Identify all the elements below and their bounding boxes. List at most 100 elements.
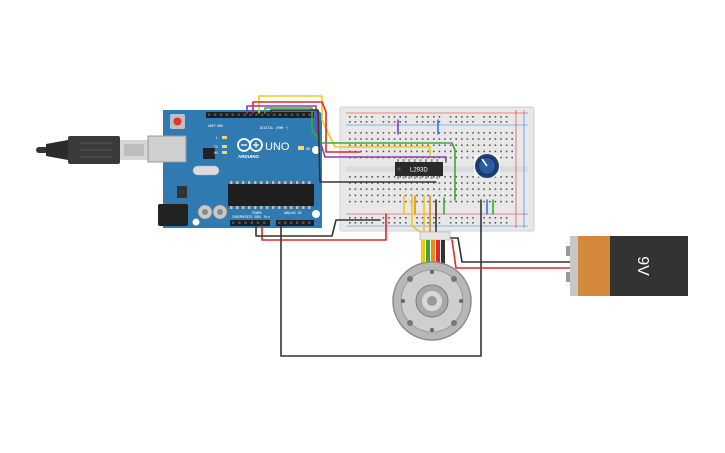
breadboard-hole (511, 138, 513, 140)
rail-hole (393, 217, 396, 219)
breadboard-hole (494, 200, 497, 203)
chip-pin (302, 206, 305, 209)
header-pin (261, 113, 264, 116)
breadboard-hole (427, 150, 429, 153)
breadboard-hole (365, 194, 368, 197)
wire-red-5v[interactable] (252, 101, 361, 153)
wire-green-in[interactable] (264, 107, 456, 201)
rail-hole (349, 217, 351, 219)
battery-lead-red[interactable] (451, 239, 571, 269)
rail-hole (382, 217, 385, 219)
breadboard-hole (500, 144, 502, 146)
rail-hole (382, 222, 385, 224)
rail-hole (466, 217, 469, 219)
header-pin (249, 113, 252, 116)
arduino-uno-board[interactable]: L TX RX ON UNO ARDUINO DIGITAL (PWM ~) A… (147, 110, 322, 228)
breadboard-hole (377, 194, 379, 197)
breadboard-hole (455, 144, 457, 146)
breadboard-hole (405, 194, 407, 197)
breadboard-hole (388, 200, 390, 203)
battery-lead-black[interactable] (447, 237, 571, 263)
breadboard-hole (455, 200, 457, 203)
wire-red-vin[interactable] (261, 213, 387, 241)
header-pin (267, 113, 270, 116)
chip-pin (266, 181, 269, 184)
breadboard-hole (421, 194, 424, 197)
l293d-label: L293D (410, 168, 428, 174)
rail-hole (472, 116, 474, 118)
breadboard-hole (377, 182, 379, 184)
header-pin (244, 221, 247, 224)
rail-hole (382, 116, 385, 118)
potentiometer[interactable] (474, 154, 500, 178)
breadboard-hole (354, 138, 357, 140)
l293d-motor-driver[interactable]: L293D (395, 159, 443, 179)
breadboard-hole (455, 156, 457, 159)
chip-pin (260, 206, 263, 209)
breadboard-hole (500, 194, 502, 197)
breadboard-hole (416, 144, 418, 146)
chip-pin (402, 159, 405, 162)
breadboard-hole (511, 176, 513, 178)
rail-hole (365, 121, 368, 123)
breadboard-hole (399, 182, 401, 184)
rail-hole (494, 217, 497, 219)
breadboard-hole (427, 194, 429, 197)
wire-black-loop[interactable] (280, 199, 482, 357)
chip-pin (308, 206, 311, 209)
breadboard-hole (477, 138, 480, 140)
chip-pin (254, 206, 257, 209)
led-on (298, 146, 304, 150)
chip-pin (397, 176, 399, 179)
rail-hole (349, 121, 351, 123)
rail-hole (494, 222, 497, 224)
rail-hole (399, 116, 401, 118)
breadboard-hole (393, 132, 396, 134)
header-pin (250, 221, 253, 224)
breadboard-hole (349, 182, 351, 184)
header-pin (237, 113, 240, 116)
breadboard-hole (500, 138, 502, 140)
wire-gnd-bottom[interactable] (255, 219, 381, 237)
breadboard-hole (433, 150, 435, 153)
breadboard-hole (410, 144, 413, 146)
rail-hole (433, 217, 435, 219)
led-l-label: L (216, 136, 218, 140)
breadboard-hole (393, 188, 396, 190)
breadboard-hole (365, 132, 368, 134)
usb-cable[interactable] (36, 136, 148, 164)
chip-pin (408, 176, 411, 179)
rail-hole (427, 217, 429, 219)
rail-hole (354, 116, 357, 118)
board-model-label: UNO (265, 141, 290, 153)
mounting-hole (312, 146, 320, 154)
breadboard-hole (421, 188, 424, 190)
rail-hole (371, 222, 373, 224)
header-pin (263, 221, 266, 224)
dc-motor[interactable] (392, 231, 472, 341)
rail-hole (405, 121, 407, 123)
rail-hole (438, 121, 441, 123)
rail-hole (421, 222, 424, 224)
rail-hole (461, 121, 463, 123)
wire-purple-in[interactable] (246, 105, 447, 163)
breadboard-hole (461, 194, 463, 197)
breadboard-hole (433, 200, 435, 203)
breadboard-hole (505, 182, 508, 184)
wire-yellow-pwm[interactable] (258, 95, 431, 157)
breadboard-hole (444, 182, 446, 184)
breadboard-hole (489, 194, 491, 197)
9v-battery[interactable]: 9V (566, 236, 688, 296)
breadboard-hole (365, 188, 368, 190)
rail-hole (421, 121, 424, 123)
motor-lead-yellow-2[interactable] (411, 195, 421, 233)
breadboard-hole (505, 150, 508, 153)
motor-screw (407, 320, 413, 326)
breadboard-hole (500, 150, 502, 153)
rail-hole (461, 217, 463, 219)
breadboard-hole (365, 182, 368, 184)
breadboard-hole (388, 144, 390, 146)
wire-gnd-top[interactable] (270, 109, 437, 183)
rail-hole (427, 121, 429, 123)
header-pin (255, 113, 258, 116)
